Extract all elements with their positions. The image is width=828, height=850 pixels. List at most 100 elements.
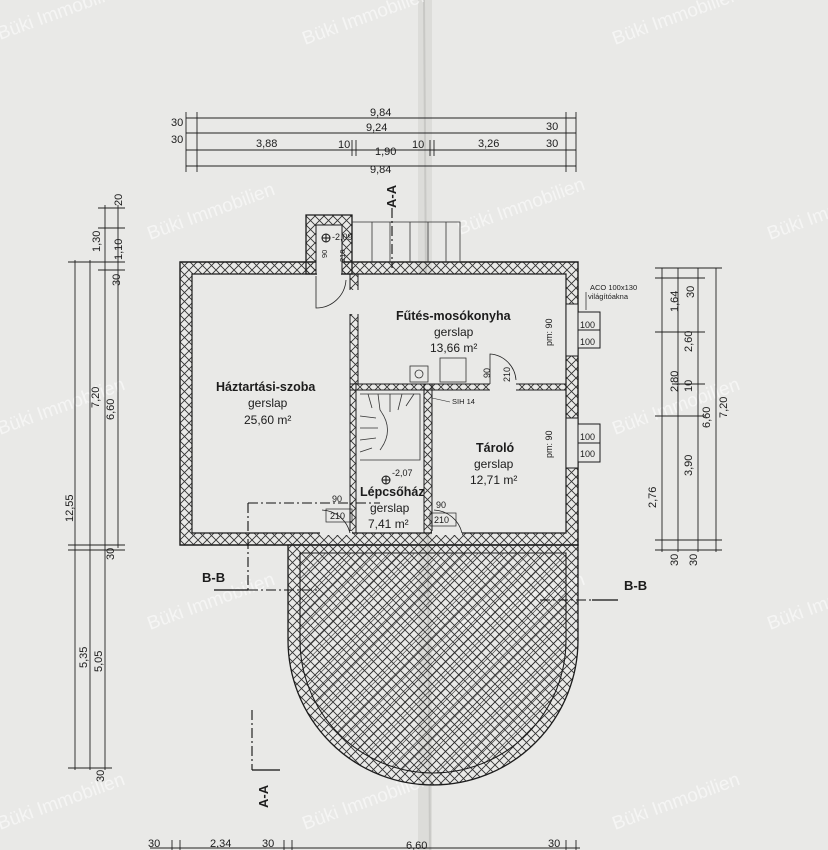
dim-right-30a: 30	[685, 286, 697, 298]
door-height-tarolo: 210	[434, 515, 449, 525]
dim-right-660: 6,60	[701, 407, 713, 428]
section-label-bb-right: B-B	[624, 578, 647, 593]
section-label-bb-left: B-B	[202, 570, 225, 585]
dim-right-260: 2,60	[683, 331, 695, 352]
door-width-tarolo: 90	[436, 500, 446, 510]
dim-left-30a: 30	[111, 274, 123, 286]
dim-top-wall-left-2: 30	[171, 134, 183, 146]
dim-left-505: 5,05	[93, 651, 105, 672]
dim-left-30b: 30	[105, 548, 117, 560]
room-area: 25,60 m²	[244, 413, 291, 427]
watermark: Büki Immobilien	[145, 179, 278, 245]
room-futes: Fűtés-mosókonyha gerslap 13,66 m²	[396, 309, 512, 355]
dim-top-seg-mid-wall-1: 10	[338, 139, 350, 151]
dim-right-164: 1,64	[669, 291, 681, 312]
dim-top-seg-mid: 1,90	[375, 146, 396, 158]
watermark: Büki Immobilien	[300, 0, 433, 50]
window-pm-lower: pm: 90	[544, 430, 554, 458]
window-size-1: 100	[580, 320, 595, 330]
watermark: Büki Immobilien	[765, 569, 828, 635]
room-floor: gerslap	[248, 396, 288, 410]
window-pm-upper: pm: 90	[544, 318, 554, 346]
dim-left-720: 7,20	[90, 387, 102, 408]
dim-right-280: 2,80	[669, 371, 681, 392]
level-marker-entrance: -2,09	[321, 232, 353, 243]
door-height-lepcso: 210	[330, 511, 345, 521]
sih-label: SIH 14	[452, 397, 475, 406]
room-haztartasi: Háztartási-szoba gerslap 25,60 m²	[216, 380, 316, 427]
room-name: Tároló	[476, 441, 515, 455]
room-name: Fűtés-mosókonyha	[396, 309, 512, 323]
dim-top-total-inner: 9,24	[366, 122, 387, 134]
section-label-aa-top: A-A	[384, 184, 399, 208]
dim-left-535: 5,35	[78, 647, 90, 668]
appliance-symbols	[409, 357, 467, 383]
dim-top-seg-mid-wall-2: 10	[412, 139, 424, 151]
level-value: -2,09	[332, 232, 353, 242]
vilagitoakna-label: világítóakna	[588, 292, 629, 301]
dim-top-total-bottom: 9,84	[370, 164, 391, 176]
dim-bottom-234: 2,34	[210, 838, 231, 850]
door-openings	[317, 260, 516, 535]
dim-right-390: 3,90	[683, 455, 695, 476]
door-swings	[315, 276, 517, 534]
left-dimensions	[68, 205, 125, 770]
room-tarolo: Tároló gerslap 12,71 m²	[470, 441, 517, 487]
dim-bottom-660: 6,60	[406, 840, 427, 850]
dim-left-1255: 12,55	[64, 494, 76, 522]
dim-bottom-30a: 30	[148, 838, 160, 850]
windows	[565, 303, 601, 469]
dim-top-wall-right-2: 30	[546, 138, 558, 150]
door-height-entrance: 210	[338, 249, 347, 262]
section-label-aa-bottom: A-A	[256, 784, 271, 808]
room-name: Lépcsőház	[360, 485, 425, 499]
door-height-futes: 210	[502, 367, 512, 382]
dim-bottom-30b: 30	[262, 838, 274, 850]
room-area: 13,66 m²	[430, 341, 477, 355]
top-dimensions	[185, 112, 577, 172]
room-area: 12,71 m²	[470, 473, 517, 487]
door-width-lepcso: 90	[332, 494, 342, 504]
dim-right-30b: 30	[669, 554, 681, 566]
dim-left-110: 1,10	[113, 239, 125, 260]
dim-top-seg-right: 3,26	[478, 138, 499, 150]
outside-stairs	[352, 221, 461, 263]
sih-leader	[431, 397, 451, 403]
window-size-4: 100	[580, 449, 595, 459]
dim-right-720: 7,20	[718, 397, 730, 418]
terrace-area	[287, 544, 579, 786]
aco-label: ACO 100x130	[590, 283, 637, 292]
dim-left-660: 6,60	[105, 399, 117, 420]
dim-right-276: 2,76	[647, 487, 659, 508]
dim-bottom-30c: 30	[548, 838, 560, 850]
watermark: Büki Immobilien	[610, 0, 743, 50]
watermark: Büki Immobilien	[455, 174, 588, 240]
dim-top-total-outer: 9,84	[370, 107, 391, 119]
dim-left-130: 1,30	[91, 231, 103, 252]
dim-top-seg-left: 3,88	[256, 138, 277, 150]
dim-left-20: 20	[113, 194, 125, 206]
watermark: Büki Immobilien	[610, 769, 743, 835]
room-area: 7,41 m²	[368, 517, 409, 531]
right-dimensions	[655, 267, 722, 552]
window-size-3: 100	[580, 432, 595, 442]
room-lepcsohaz: Lépcsőház gerslap 7,41 m²	[360, 485, 425, 531]
dim-left-30c: 30	[95, 770, 107, 782]
dim-top-wall-right-1: 30	[546, 121, 558, 133]
bottom-dimensions	[150, 840, 580, 850]
watermark: Büki Immobilien	[0, 769, 128, 835]
dim-top-wall-left-1: 30	[171, 117, 183, 129]
level-marker-stair: -2,07	[381, 468, 413, 485]
room-floor: gerslap	[474, 457, 514, 471]
door-tag-frame	[429, 512, 457, 527]
dim-right-10: 10	[683, 380, 695, 392]
window-size-2: 100	[580, 337, 595, 347]
internal-staircase	[359, 393, 421, 461]
door-width-futes: 90	[482, 368, 492, 378]
door-width-entrance: 90	[320, 250, 329, 258]
watermark: Büki Immobilien	[765, 179, 828, 245]
dim-right-30c: 30	[688, 554, 700, 566]
watermark: Büki Immobilien	[0, 0, 128, 45]
level-value: -2,07	[392, 468, 413, 478]
